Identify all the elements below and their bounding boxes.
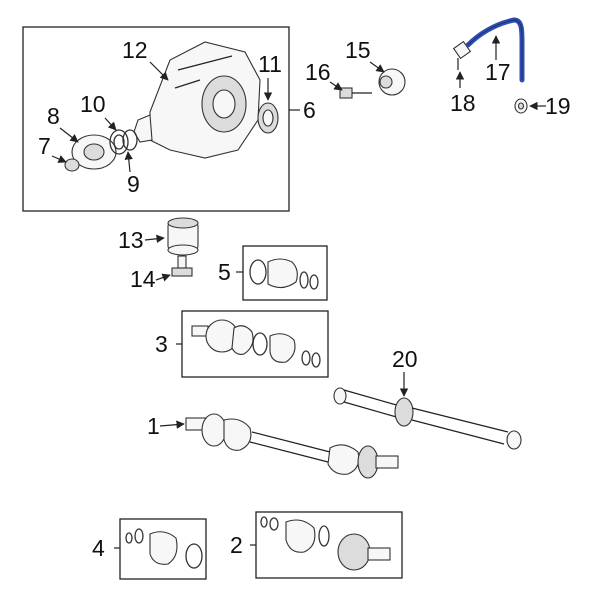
outer-boot-kit-group[interactable] [236,245,328,301]
pinion-nut[interactable] [122,129,138,151]
callout-6: 6 [303,97,316,123]
driveshaft[interactable] [333,387,522,450]
differential-mount[interactable] [167,217,199,256]
inner-cv-joint-group[interactable] [250,511,403,579]
callout-11: 11 [258,51,282,77]
callout-12: 12 [122,37,148,63]
callout-1: 1 [147,413,160,439]
differential-housing[interactable] [133,41,261,159]
callout-5: 5 [218,259,231,285]
callout-3: 3 [155,331,168,357]
callout-2: 2 [230,532,243,558]
callout-10: 10 [80,91,106,117]
mount-bushing[interactable] [378,68,406,96]
callout-9: 9 [127,171,140,197]
flange-nut[interactable] [64,158,80,172]
cv-joint-kit-group[interactable] [176,310,329,378]
inner-boot-kit-group[interactable] [114,518,207,580]
callout-20: 20 [392,346,418,372]
differential-seal[interactable] [257,102,279,134]
sealing-washer[interactable] [514,98,528,114]
callout-18: 18 [450,90,476,116]
vent-hose[interactable] [465,17,525,83]
mount-bolt[interactable] [339,87,372,99]
pinion-seal[interactable] [109,129,129,155]
callout-16: 16 [305,59,331,85]
mount-stud[interactable] [171,255,193,277]
differential-assembly-group: 12 11 6 8 10 7 9 [22,26,316,212]
callout-4: 4 [92,535,105,561]
axle-shaft-assembly[interactable] [185,413,399,479]
vent-fitting[interactable] [452,40,472,70]
callout-8: 8 [47,103,60,129]
pinion-flange[interactable] [71,134,117,170]
callout-13: 13 [118,227,144,253]
callout-15: 15 [345,37,371,63]
callout-14: 14 [130,266,156,292]
callout-7: 7 [38,133,51,159]
callout-17: 17 [485,59,511,85]
callout-19: 19 [545,93,571,119]
